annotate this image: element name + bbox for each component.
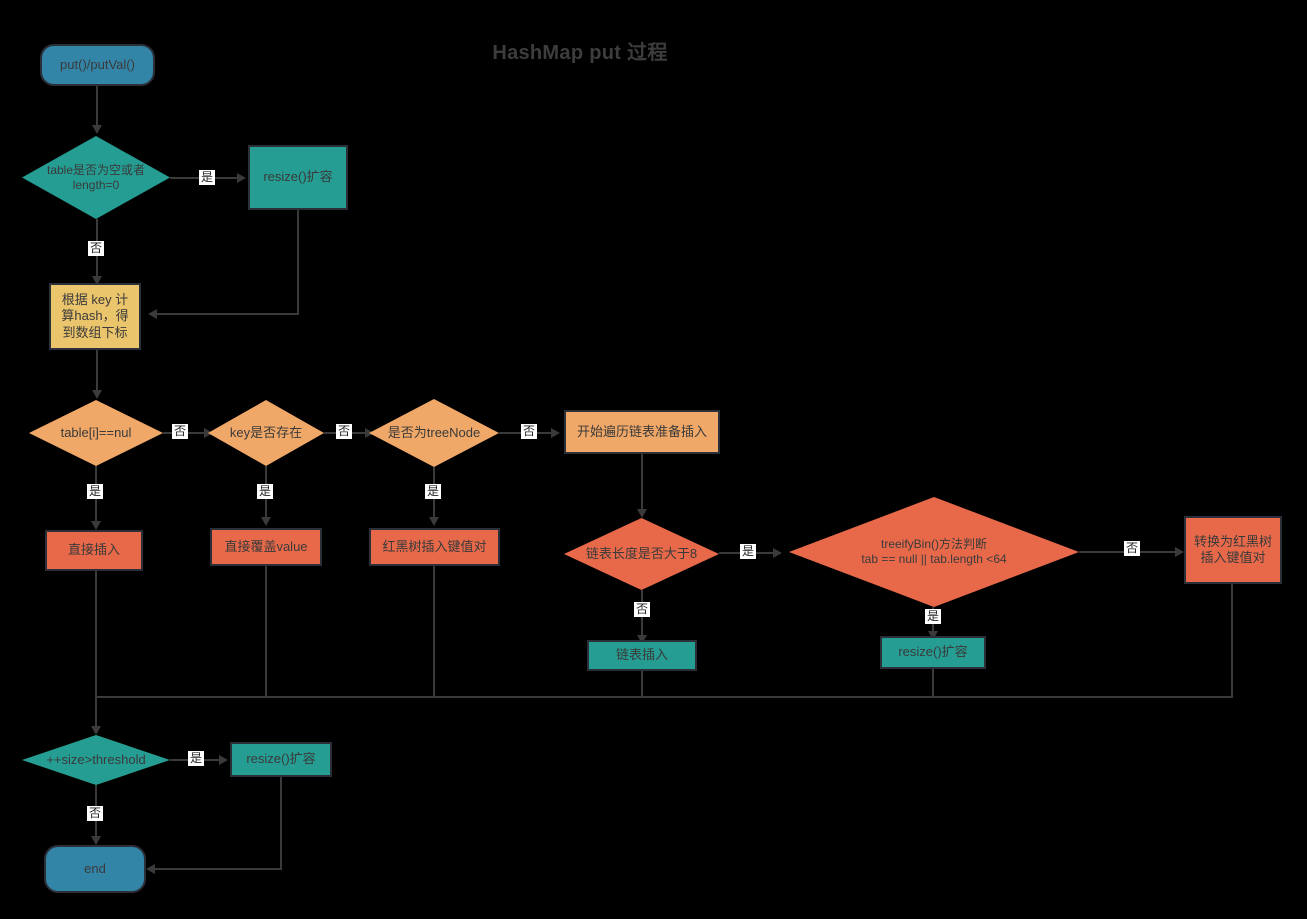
node-direct-insert-label: 直接插入 <box>67 542 120 558</box>
edge-label-listlen-no: 否 <box>634 602 650 617</box>
node-treeify-decision[interactable]: treeifyBin()方法判断 tab == null || tab.leng… <box>789 497 1079 607</box>
node-key-exists-decision[interactable]: key是否存在 <box>208 400 324 466</box>
edge-label-listlen-yes: 是 <box>740 544 756 559</box>
edge-resize-bottom-down <box>280 777 282 869</box>
node-table-empty-decision[interactable]: table是否为空或者 length=0 <box>22 136 170 219</box>
node-resize-bottom[interactable]: resize()扩容 <box>230 742 332 777</box>
node-traverse-list-label: 开始遍历链表准备插入 <box>576 423 707 439</box>
arrowhead-is-treenode-no <box>551 428 560 438</box>
node-is-treenode-decision[interactable]: 是否为treeNode <box>369 399 499 467</box>
node-calc-hash-label: 根据 key 计 算hash，得 到数组下标 <box>61 292 129 340</box>
edge-label-treeify-no: 否 <box>1124 541 1140 556</box>
rail-collector <box>95 696 1233 698</box>
edge-label-key-exists-yes: 是 <box>257 484 273 499</box>
node-table-i-null-label: table[i]==nul <box>60 424 132 440</box>
node-rbtree-insert-label: 红黑树插入键值对 <box>382 538 487 554</box>
node-table-i-null-decision[interactable]: table[i]==nul <box>29 400 163 466</box>
arrowhead-size-threshold-no <box>91 836 101 845</box>
arrowhead-size-threshold-yes <box>219 755 228 765</box>
rail-drop-rbtree-insert <box>433 566 435 697</box>
node-resize-top-label: resize()扩容 <box>263 169 333 185</box>
node-resize-treeify[interactable]: resize()扩容 <box>880 636 986 669</box>
node-start[interactable]: put()/putVal() <box>40 44 155 86</box>
node-direct-insert[interactable]: 直接插入 <box>45 530 143 571</box>
node-list-length-decision[interactable]: 链表长度是否大于8 <box>564 518 719 590</box>
node-treeify-label: treeifyBin()方法判断 tab == null || tab.leng… <box>861 537 1007 566</box>
node-overwrite-value[interactable]: 直接覆盖value <box>210 528 322 566</box>
node-resize-bottom-label: resize()扩容 <box>246 751 316 767</box>
node-size-threshold-label: ++size>threshold <box>46 751 146 767</box>
arrowhead-start-to-table-empty <box>92 125 102 134</box>
arrowhead-key-exists-yes <box>261 517 271 526</box>
edge-label-table-empty-yes: 是 <box>199 170 215 185</box>
node-calc-hash[interactable]: 根据 key 计 算hash，得 到数组下标 <box>49 283 141 350</box>
edge-label-size-threshold-no: 否 <box>87 806 103 821</box>
edge-label-is-treenode-yes: 是 <box>425 484 441 499</box>
node-resize-top[interactable]: resize()扩容 <box>248 145 348 210</box>
edge-label-key-exists-no: 否 <box>336 424 352 439</box>
arrowhead-listlen-yes <box>773 548 782 558</box>
node-convert-rbtree[interactable]: 转换为红黑树 插入键值对 <box>1184 516 1282 584</box>
arrowhead-traverse-to-listlen <box>637 509 647 518</box>
rail-drop-resize-treeify <box>932 669 934 697</box>
arrowhead-treeify-yes <box>928 631 938 640</box>
edge-resize-top-left <box>157 313 299 315</box>
node-list-insert[interactable]: 链表插入 <box>587 640 697 671</box>
arrowhead-calc-hash-to-table-i <box>92 390 102 399</box>
arrowhead-table-empty-yes <box>237 173 246 183</box>
node-end-label: end <box>84 860 106 876</box>
node-overwrite-value-label: 直接覆盖value <box>224 538 308 554</box>
arrowhead-listlen-no <box>637 635 647 644</box>
arrowhead-resize-bottom-to-end <box>146 864 155 874</box>
edge-traverse-to-listlen <box>641 454 643 512</box>
node-list-insert-label: 链表插入 <box>615 647 668 663</box>
node-size-threshold-decision[interactable]: ++size>threshold <box>22 735 170 785</box>
page-title: HashMap put 过程 <box>492 42 668 64</box>
node-key-exists-label: key是否存在 <box>229 424 303 440</box>
edge-resize-bottom-to-end <box>155 868 282 870</box>
arrowhead-table-i-null-yes <box>91 521 101 530</box>
node-end[interactable]: end <box>44 845 146 893</box>
node-rbtree-insert[interactable]: 红黑树插入键值对 <box>369 528 500 566</box>
node-traverse-list[interactable]: 开始遍历链表准备插入 <box>564 410 720 454</box>
arrowhead-table-empty-no <box>92 276 102 285</box>
edge-start-to-table-empty <box>96 86 98 128</box>
rail-drop-direct-insert <box>95 571 97 697</box>
node-list-length-label: 链表长度是否大于8 <box>585 545 698 561</box>
edge-calc-hash-to-table-i <box>96 350 98 394</box>
node-table-empty-label: table是否为空或者 length=0 <box>46 162 146 192</box>
rail-drop-overwrite-value <box>265 566 267 697</box>
node-is-treenode-label: 是否为treeNode <box>387 424 481 440</box>
node-convert-rbtree-label: 转换为红黑树 插入键值对 <box>1193 533 1272 565</box>
arrowhead-is-treenode-yes <box>429 517 439 526</box>
arrowhead-resize-top-to-calc-hash <box>148 309 157 319</box>
edge-label-table-i-null-yes: 是 <box>87 484 103 499</box>
edge-label-table-i-null-no: 否 <box>172 424 188 439</box>
edge-label-size-threshold-yes: 是 <box>188 751 204 766</box>
node-resize-treeify-label: resize()扩容 <box>898 644 968 660</box>
node-start-label: put()/putVal() <box>60 56 135 72</box>
edge-resize-top-down <box>297 210 299 315</box>
rail-drop-list-insert <box>641 671 643 697</box>
rail-drop-convert-rbtree <box>1231 584 1233 697</box>
edge-rail-to-size-threshold <box>95 696 97 730</box>
edge-label-is-treenode-no: 否 <box>521 424 537 439</box>
edge-label-table-empty-no: 否 <box>88 241 104 256</box>
edge-label-treeify-yes: 是 <box>925 609 941 624</box>
arrowhead-treeify-no <box>1175 547 1184 557</box>
arrowhead-rail-to-size-threshold <box>91 726 101 735</box>
